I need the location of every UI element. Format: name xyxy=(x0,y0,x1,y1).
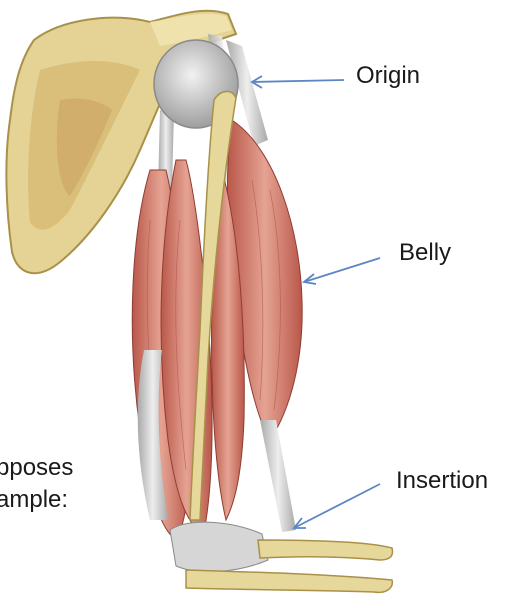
origin-label: Origin xyxy=(356,64,420,88)
insertion-label: Insertion xyxy=(396,469,488,493)
belly-arrow xyxy=(304,258,380,284)
insertion-arrow xyxy=(294,484,380,528)
elbow-joint xyxy=(170,522,393,592)
cut-text-line-2: ample: xyxy=(0,488,68,512)
cut-text-line-1: pposes xyxy=(0,456,73,480)
belly-label: Belly xyxy=(399,241,451,265)
origin-arrow xyxy=(252,76,344,88)
